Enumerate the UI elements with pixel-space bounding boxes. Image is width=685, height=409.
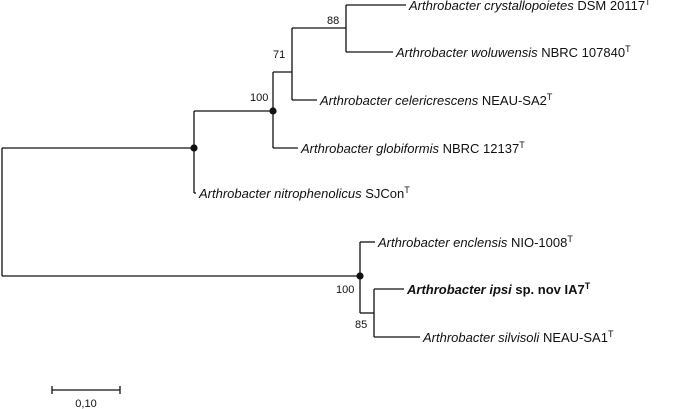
taxon-label-silvisoli: Arthrobacter silvisoli NEAU-SA1T [422,329,614,345]
scale-bar-label: 0,10 [75,398,96,409]
bootstrap-100-lower: 100 [336,284,354,296]
taxon-label-enclensis: Arthrobacter enclensis NIO-1008T [377,234,573,250]
taxon-label-nitrophenolicus: Arthrobacter nitrophenolicus SJConT [198,185,410,201]
bootstrap-85: 85 [355,319,367,331]
taxon-label-woluwensis: Arthrobacter woluwensis NBRC 107840T [395,44,631,60]
node-dot-lower [356,272,364,280]
taxon-label-globiformis: Arthrobacter globiformis NBRC 12137T [300,140,525,156]
taxon-label-celericrescens: Arthrobacter celericrescens NEAU-SA2T [319,92,553,108]
taxon-label-ipsi: Arthrobacter ipsi sp. nov IA7T [406,281,591,297]
scale-bar: 0,10 [51,386,121,409]
bootstrap-71: 71 [273,49,285,61]
bootstrap-88: 88 [327,15,339,27]
node-dot-100 [269,107,277,115]
node-dot-upper [190,144,198,152]
taxon-label-crystallopoietes: Arthrobacter crystallopoietes DSM 20117T [408,0,651,13]
bootstrap-100-upper: 100 [250,92,268,104]
